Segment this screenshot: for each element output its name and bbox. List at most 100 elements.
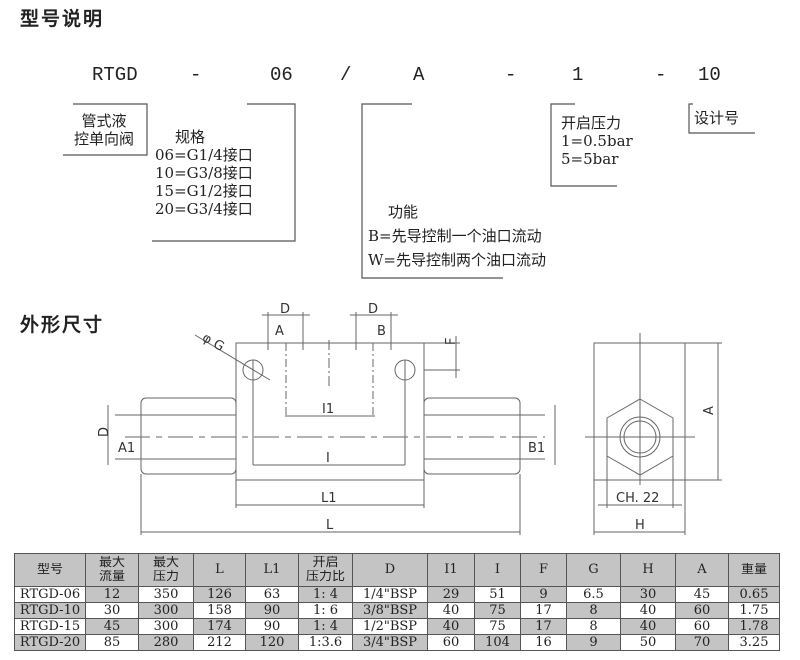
cell-text: 300 — [153, 619, 179, 634]
table-header-cell: H — [620, 553, 676, 587]
table-cell: RTGD-15 — [14, 618, 86, 635]
table-header-cell: I1 — [427, 553, 475, 587]
table-cell: RTGD-20 — [14, 634, 86, 651]
cell-text: 280 — [153, 635, 179, 650]
header-text: H — [642, 563, 654, 577]
cell-text: 1: 6 — [312, 603, 339, 618]
cell-text: 29 — [442, 587, 460, 602]
cell-text: 90 — [263, 603, 281, 618]
cell-text: 17 — [535, 603, 552, 618]
table-cell: 75 — [474, 618, 521, 635]
dim-label-a-side: A — [702, 406, 717, 415]
cell-text: 17 — [535, 619, 552, 634]
cell-text: 45 — [103, 619, 121, 634]
cell-text: 50 — [639, 635, 657, 650]
header-text: 压力 — [152, 570, 179, 584]
table-cell: 40 — [427, 618, 475, 635]
cell-text: 75 — [489, 603, 506, 618]
header-text: 压力比 — [305, 570, 345, 584]
dim-label-d: D — [97, 427, 112, 437]
dim-label-hex: CH. 22 — [616, 491, 659, 506]
port-label-a: A — [275, 324, 284, 339]
dim-label-l1: L1 — [321, 491, 337, 506]
header-text: G — [588, 563, 599, 577]
table-header-cell: G — [566, 553, 621, 587]
function-item: W=先导控制两个油口流动 — [368, 251, 546, 269]
header-text: 最大 — [152, 556, 179, 570]
dim-label-f: F — [444, 338, 459, 345]
cell-text: 60 — [693, 619, 711, 634]
size-title: 规格 — [175, 128, 206, 146]
cell-text: RTGD-06 — [19, 587, 81, 602]
table-cell: 0.65 — [728, 586, 780, 603]
table-cell: 75 — [474, 602, 521, 619]
header-text: 型号 — [36, 563, 63, 577]
table-header-cell: 开启压力比 — [298, 553, 353, 587]
dim-label-i: I — [326, 451, 330, 466]
code-part: - — [505, 64, 517, 86]
port-label-b: B — [377, 324, 386, 339]
cell-text: 3/8"BSP — [362, 603, 418, 618]
table-cell: 104 — [474, 634, 521, 651]
cell-text: 63 — [263, 587, 281, 602]
cell-text: 40 — [639, 603, 657, 618]
table-cell: 45 — [85, 618, 139, 635]
type-label-line: 控单向阀 — [73, 130, 134, 148]
code-part: 10 — [698, 64, 721, 86]
table-header-cell: I — [474, 553, 521, 587]
table-cell: 9 — [566, 634, 621, 651]
code-part: 06 — [270, 64, 293, 86]
table-cell: 90 — [245, 618, 299, 635]
cell-text: 40 — [442, 603, 460, 618]
table-cell: 1/4"BSP — [352, 586, 428, 603]
table-cell: 300 — [138, 618, 194, 635]
size-item: 06=G1/4接口 — [155, 146, 253, 164]
table-cell: 300 — [138, 602, 194, 619]
cell-text: 70 — [693, 635, 711, 650]
type-label: 管式液 控单向阀 — [64, 112, 144, 148]
side-view — [585, 333, 722, 535]
table-cell: 280 — [138, 634, 194, 651]
table-cell: 3/8"BSP — [352, 602, 428, 619]
header-text: A — [697, 563, 707, 577]
dim-label-l: L — [326, 518, 334, 533]
cell-text: 30 — [103, 603, 121, 618]
table-cell: 29 — [427, 586, 475, 603]
cracking-title: 开启压力 — [561, 114, 622, 132]
cell-text: 51 — [489, 587, 506, 602]
table-header-cell: A — [675, 553, 729, 587]
table-cell: 45 — [675, 586, 729, 603]
cell-text: 158 — [207, 603, 232, 618]
table-cell: 60 — [427, 634, 475, 651]
table-cell: 9 — [520, 586, 567, 603]
dim-label-h: H — [635, 518, 645, 533]
table-cell: 174 — [193, 618, 246, 635]
header-text: I — [494, 563, 501, 577]
cracking-legend: 开启压力 1=0.5bar 5=5bar — [561, 114, 633, 168]
table-cell: 1.78 — [728, 618, 780, 635]
header-text: 流量 — [98, 570, 125, 584]
code-part: - — [190, 64, 202, 86]
cell-text: 126 — [207, 587, 232, 602]
code-part: 1 — [572, 64, 584, 86]
dim-label-i1: I1 — [322, 402, 334, 417]
cell-text: 8 — [589, 619, 598, 634]
table-cell: 85 — [85, 634, 139, 651]
dim-label-d: D — [368, 302, 378, 317]
table-cell: 17 — [520, 602, 567, 619]
table-cell: 1: 6 — [298, 602, 353, 619]
table-cell: 60 — [675, 602, 729, 619]
table-cell: 8 — [566, 602, 621, 619]
cell-text: 60 — [693, 603, 711, 618]
cell-text: 6.5 — [583, 587, 604, 602]
table-cell: 40 — [620, 602, 676, 619]
front-view — [107, 312, 556, 535]
table-cell: 40 — [427, 602, 475, 619]
cell-text: 1: 4 — [312, 587, 339, 602]
cell-text: 1.78 — [739, 619, 769, 634]
table-header-cell: 型号 — [14, 553, 86, 587]
